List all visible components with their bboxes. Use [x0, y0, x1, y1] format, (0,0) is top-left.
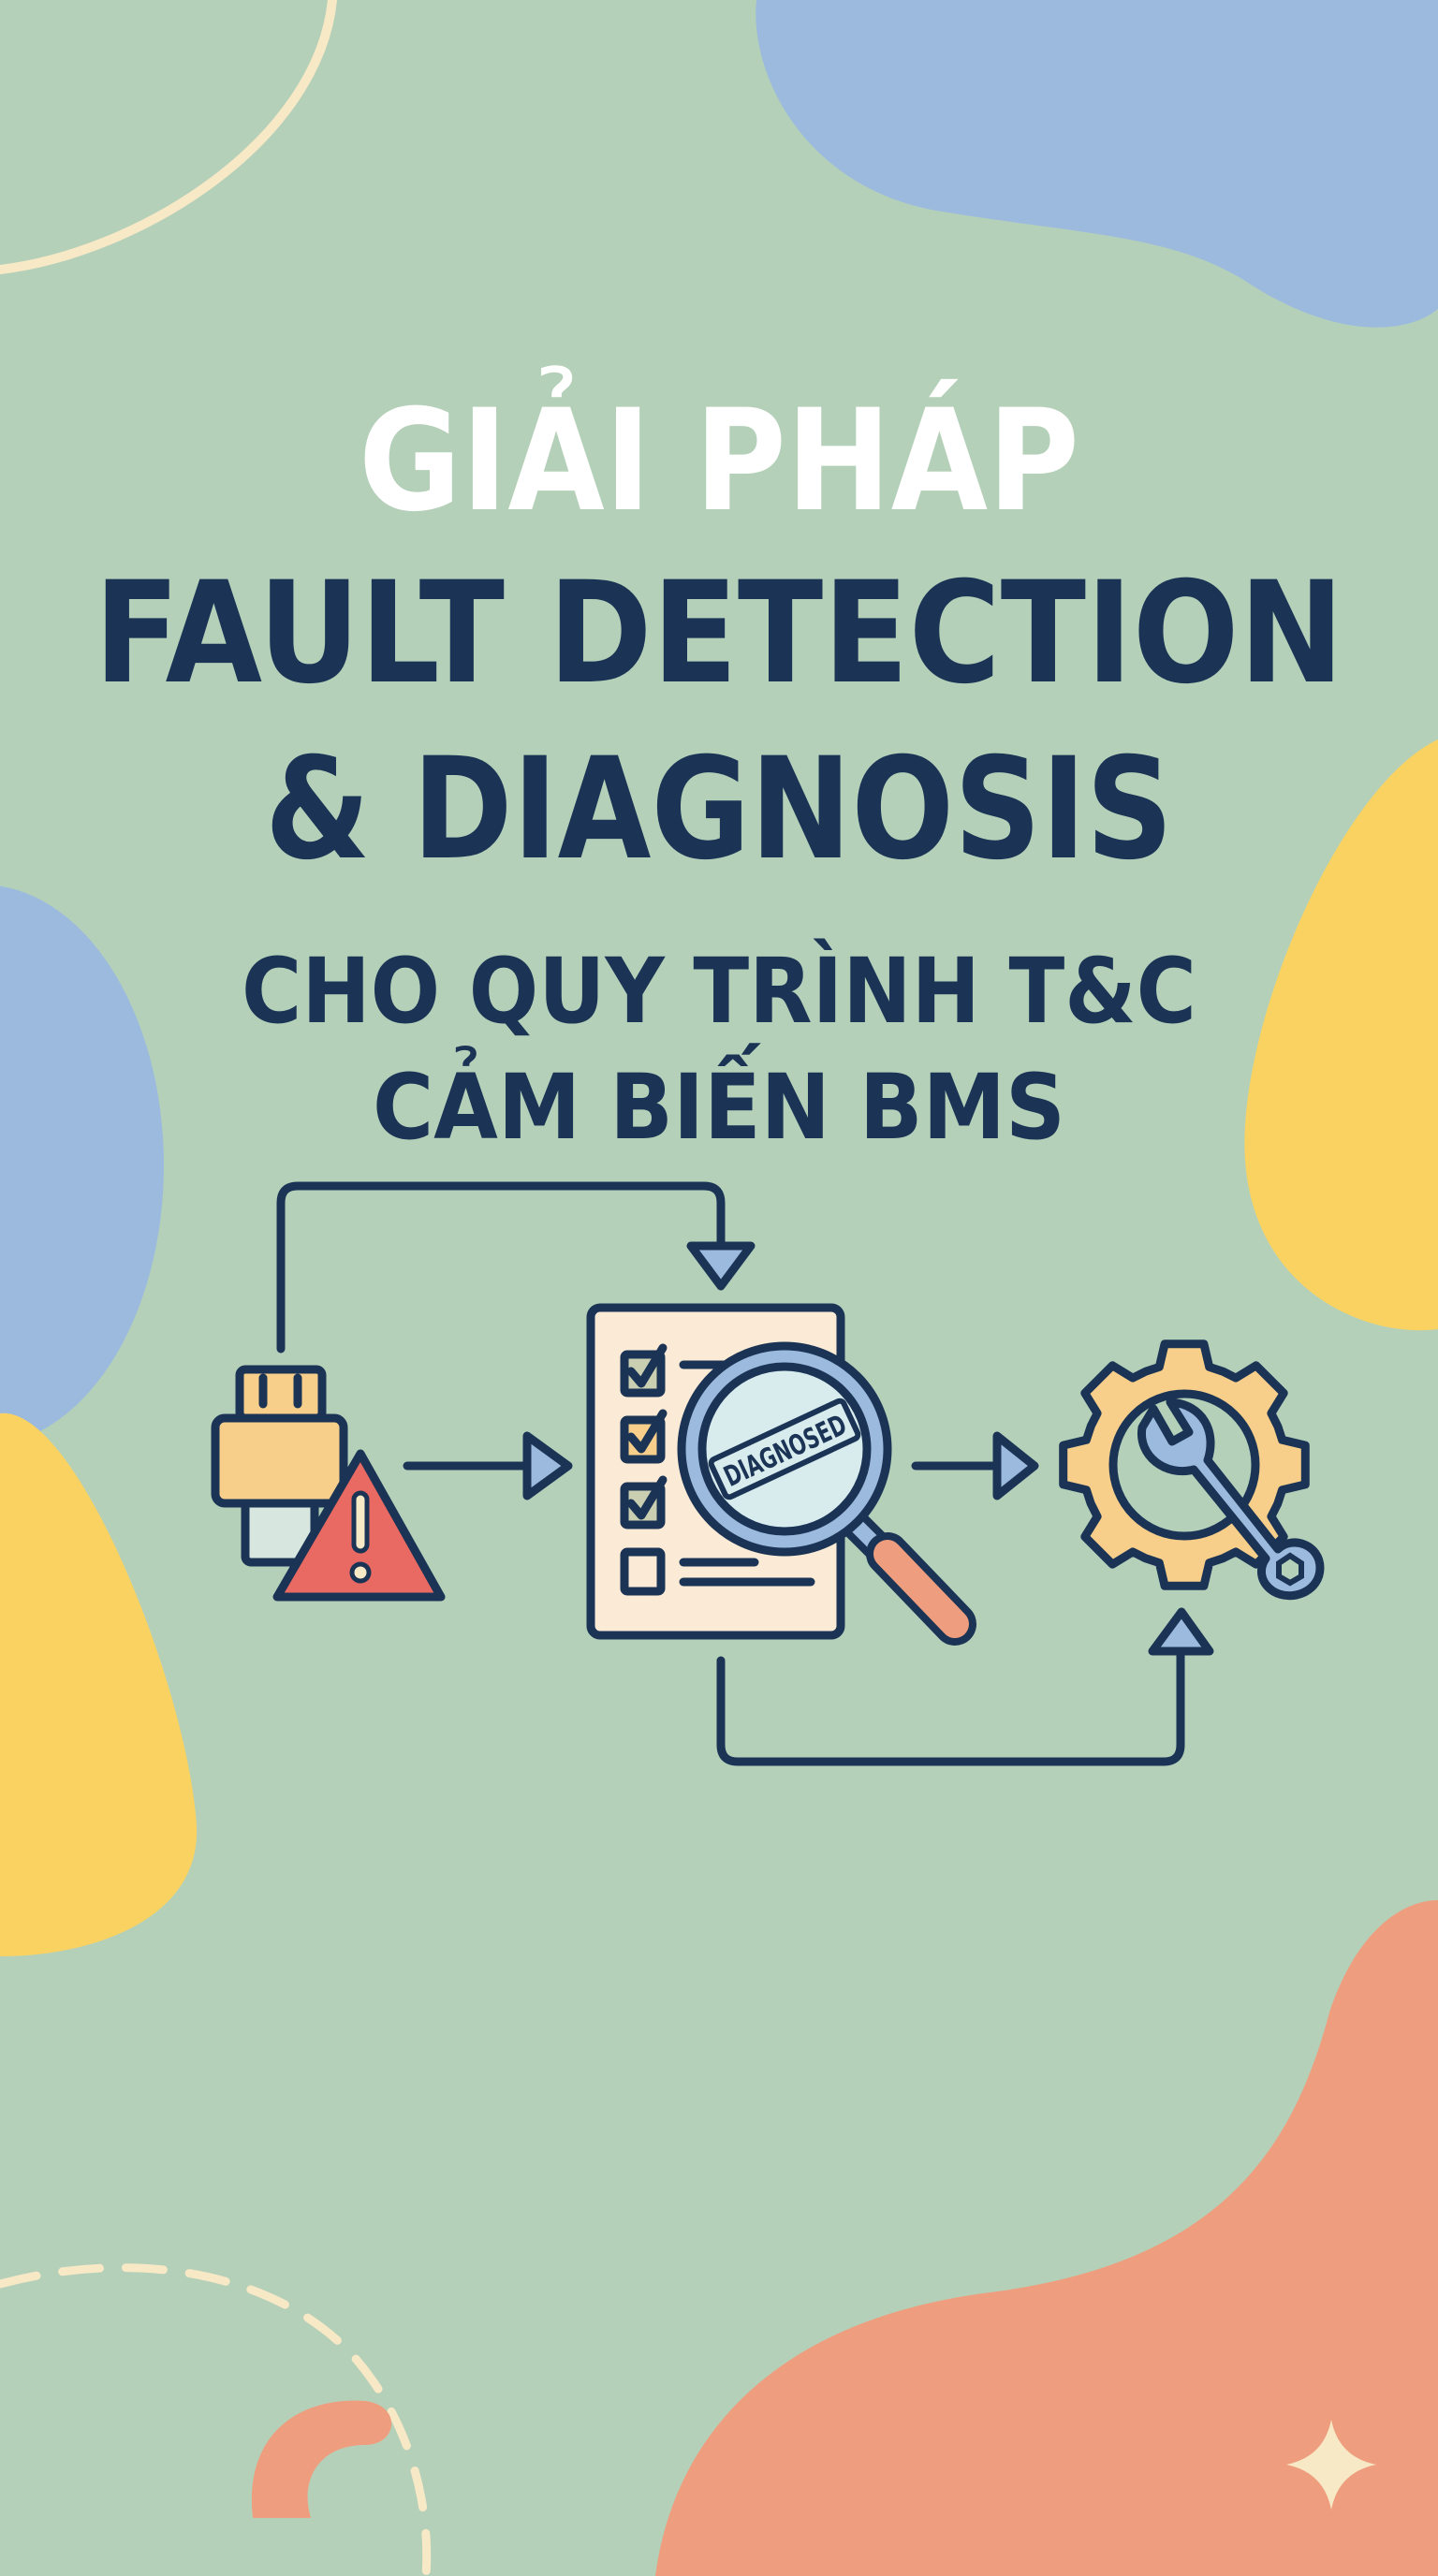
loop-arrow-top	[276, 1181, 756, 1354]
subtitle-line-1: CHO QUY TRÌNH T&C	[242, 938, 1196, 1044]
checkbox-checked	[620, 1475, 668, 1530]
wrench-icon	[1137, 1398, 1325, 1601]
arc-bottom-left-dashed	[0, 2263, 432, 2576]
title-line-1: GIẢI PHÁP	[359, 365, 1079, 543]
magnifier-icon: DIAGNOSED	[677, 1341, 976, 1646]
warning-icon	[272, 1449, 446, 1602]
blob-left-yellow	[0, 1412, 198, 1956]
arrow-right-2	[911, 1431, 1039, 1500]
subtitle-line-2: CẢM BIẾN BMS	[373, 1043, 1065, 1160]
loop-arrow-bottom	[716, 1607, 1214, 1766]
blob-left-blue	[0, 886, 164, 1445]
title-line-2: FAULT DETECTION	[95, 552, 1344, 715]
blob-top-right-blue	[756, 0, 1438, 328]
blob-bottom-right-orange	[655, 1900, 1438, 2576]
arc-top-left-cream	[0, 0, 337, 274]
blob-right-yellow	[1244, 739, 1438, 1331]
title-line-3: & DIAGNOSIS	[265, 728, 1173, 891]
blob-bottom-left-orange	[251, 2400, 392, 2518]
sparkle-icon	[1286, 2420, 1376, 2510]
checkbox-checked	[620, 1409, 668, 1464]
checkbox-empty	[620, 1547, 815, 1596]
arrow-right-1	[403, 1431, 573, 1500]
